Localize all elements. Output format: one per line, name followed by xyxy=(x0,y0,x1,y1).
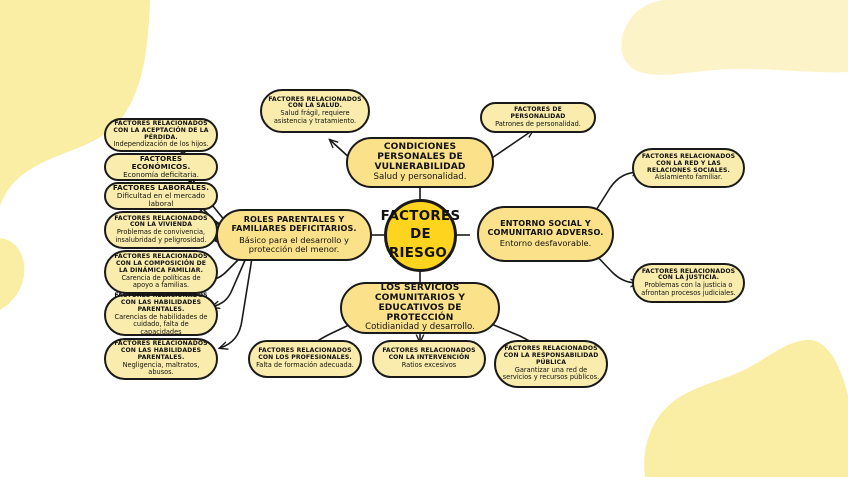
leaf-dynamics-title: FACTORES RELACIONADOS CON LA COMPOSICIÓN… xyxy=(114,253,208,274)
center-node[interactable]: FACTORES DE RIESGO. xyxy=(381,199,460,272)
leaf-public-responsibility[interactable]: FACTORES RELACIONADOS CON LA RESPONSABIL… xyxy=(494,340,608,388)
leaf-labor[interactable]: FACTORES LABORALES. Dificultad en el mer… xyxy=(104,182,218,210)
leaf-loss-title: FACTORES RELACIONADOS CON LA ACEPTACIÓN … xyxy=(113,120,209,141)
leaf-intervention[interactable]: FACTORES RELACIONADOS CON LA INTERVENCIÓ… xyxy=(372,340,486,378)
leaf-loss-subtitle: Independización de los hijos. xyxy=(113,140,209,149)
leaf-parenting-abuse-subtitle: Negligencia, maltratos, abusos. xyxy=(122,360,200,377)
link-environment-to-network xyxy=(592,172,640,216)
leaf-parenting-abuse-title: FACTORES RELACIONADOS CON LAS HABILIDADE… xyxy=(114,340,208,361)
leaf-housing-title: FACTORES RELACIONADOS CON LA VIVIENDA xyxy=(114,214,208,229)
branch-vulnerability[interactable]: CONDICIONES PERSONALES DE VULNERABILIDAD… xyxy=(346,137,494,188)
leaf-health-subtitle: Salud frágil, requiere asistencia y trat… xyxy=(273,109,357,125)
leaf-personality-title: FACTORES DE PERSONALIDAD xyxy=(510,105,566,120)
leaf-justice-subtitle: Problemas con la justicia o afrontan pro… xyxy=(641,281,736,297)
branch-roles-subtitle: Básico para el desarrollo y protección d… xyxy=(239,234,349,255)
leaf-dynamics-subtitle: Carencia de políticas de apoyo a familia… xyxy=(121,273,201,290)
leaf-professionals-title: FACTORES RELACIONADOS CON LOS PROFESIONA… xyxy=(258,347,352,362)
link-roles-to-parenting-abuse xyxy=(220,257,253,348)
leaf-dynamics[interactable]: FACTORES RELACIONADOS CON LA COMPOSICIÓN… xyxy=(104,250,218,294)
blob-left-edge xyxy=(0,238,25,310)
leaf-intervention-title: FACTORES RELACIONADOS CON LA INTERVENCIÓ… xyxy=(382,347,476,362)
blob-bottom-right xyxy=(644,339,848,477)
leaf-justice[interactable]: FACTORES RELACIONADOS CON LA JUSTICIA. P… xyxy=(632,263,745,303)
leaf-economic-subtitle: Economía deficitaria. xyxy=(123,169,199,179)
leaf-health-title: FACTORES RELACIONADOS CON LA SALUD. xyxy=(268,95,362,110)
branch-environment-subtitle: Entorno desfavorable. xyxy=(499,238,592,249)
leaf-professionals-subtitle: Falta de formación adecuada. xyxy=(256,361,354,370)
leaf-network-title: FACTORES RELACIONADOS CON LA RED Y LAS R… xyxy=(641,152,736,174)
leaf-economic-title: FACTORES ECONÓMICOS. xyxy=(131,153,191,171)
branch-roles[interactable]: ROLES PARENTALES Y FAMILIARES DEFICITARI… xyxy=(216,209,372,261)
leaf-parenting-abuse[interactable]: FACTORES RELACIONADOS CON LAS HABILIDADE… xyxy=(104,338,218,380)
leaf-parenting-skills-subtitle: Carencias de habilidades de cuidado, fal… xyxy=(114,312,208,337)
leaf-loss[interactable]: FACTORES RELACIONADOS CON LA ACEPTACIÓN … xyxy=(104,118,218,152)
leaf-housing[interactable]: FACTORES RELACIONADOS CON LA VIVIENDA Pr… xyxy=(104,211,218,249)
leaf-labor-subtitle: Dificultad en el mercado laboral xyxy=(116,190,206,209)
leaf-personality-subtitle: Patrones de personalidad. xyxy=(495,119,581,128)
link-vulnerability-to-personality xyxy=(488,130,533,161)
leaf-intervention-subtitle: Ratios excesivos xyxy=(401,361,457,370)
branch-services-subtitle: Cotidianidad y desarrollo. xyxy=(365,322,475,333)
leaf-network-subtitle: Aislamiento familiar. xyxy=(654,173,723,182)
leaf-justice-title: FACTORES RELACIONADOS CON LA JUSTICIA. xyxy=(641,267,736,282)
branch-services[interactable]: LOS SERVICIOS COMUNITARIOS Y EDUCATIVOS … xyxy=(340,282,500,334)
blob-top-right xyxy=(621,0,848,75)
leaf-labor-title: FACTORES LABORALES. xyxy=(112,182,210,192)
leaf-network[interactable]: FACTORES RELACIONADOS CON LA RED Y LAS R… xyxy=(632,148,745,188)
leaf-economic[interactable]: FACTORES ECONÓMICOS. Economía deficitari… xyxy=(104,153,218,181)
branch-vulnerability-subtitle: Salud y personalidad. xyxy=(373,172,467,183)
branch-services-title: LOS SERVICIOS COMUNITARIOS Y EDUCATIVOS … xyxy=(374,282,466,324)
center-line-2: DE RIESGO. xyxy=(388,227,453,261)
center-line-1: FACTORES xyxy=(380,209,461,225)
leaf-housing-subtitle: Problemas de convivencia, insalubridad y… xyxy=(115,228,207,244)
leaf-public-responsibility-subtitle: Garantizar una red de servicios y recurs… xyxy=(502,365,600,382)
leaf-parenting-skills[interactable]: FACTORES RELACIONADOS CON LAS HABILIDADE… xyxy=(104,292,218,337)
leaf-professionals[interactable]: FACTORES RELACIONADOS CON LOS PROFESIONA… xyxy=(248,340,362,378)
leaf-personality[interactable]: FACTORES DE PERSONALIDAD Patrones de per… xyxy=(480,102,596,133)
leaf-health[interactable]: FACTORES RELACIONADOS CON LA SALUD. Salu… xyxy=(260,89,370,133)
branch-vulnerability-title: CONDICIONES PERSONALES DE VULNERABILIDAD xyxy=(374,142,466,173)
leaf-public-responsibility-title: FACTORES RELACIONADOS CON LA RESPONSABIL… xyxy=(503,345,599,366)
leaf-parenting-skills-title: FACTORES RELACIONADOS CON LAS HABILIDADE… xyxy=(114,292,208,314)
branch-environment-title: ENTORNO SOCIAL Y COMUNITARIO ADVERSO. xyxy=(487,218,604,238)
branch-roles-title: ROLES PARENTALES Y FAMILIARES DEFICITARI… xyxy=(231,214,357,234)
branch-environment[interactable]: ENTORNO SOCIAL Y COMUNITARIO ADVERSO. En… xyxy=(477,206,614,262)
